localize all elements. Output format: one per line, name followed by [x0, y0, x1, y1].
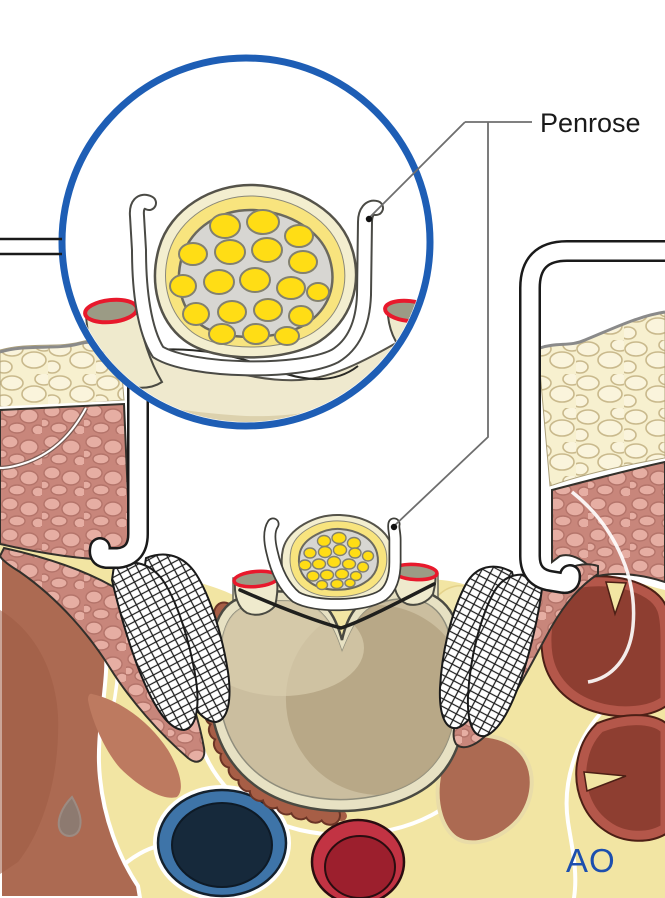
magnified-inset	[58, 54, 434, 430]
lower-terracotta-mass	[435, 733, 534, 845]
gray-teardrop	[57, 795, 82, 837]
penrose-leader-lines	[368, 121, 532, 527]
ao-logo: AO	[566, 842, 616, 879]
leader-dot-main	[390, 523, 398, 531]
bowel-loop-lower	[575, 714, 665, 842]
skin-line-right	[539, 310, 665, 350]
penrose-drain-inset	[128, 193, 384, 377]
psoas-crosshatch-left	[110, 553, 231, 732]
psoas-crosshatch-right	[438, 565, 544, 738]
retractor-right	[519, 240, 665, 595]
vena-cava-vessel	[153, 785, 291, 898]
penrose-drain-main	[263, 517, 402, 612]
nerve-cross-section-inset	[153, 183, 358, 359]
retractor-arm-left	[0, 237, 62, 256]
retractor-left	[88, 375, 149, 569]
aorta-vessel	[310, 818, 406, 898]
right-wound-wall	[537, 310, 665, 684]
leader-dot-inset	[365, 215, 373, 223]
disc-groove-line	[238, 582, 436, 630]
segmental-vessel-stump-right	[391, 562, 439, 606]
muscle-right	[551, 460, 665, 584]
muscle-left	[0, 402, 133, 562]
nerve-fascicles-inset	[169, 209, 330, 346]
nerve-cross-section-main	[280, 513, 396, 605]
penrose-label: Penrose	[540, 108, 641, 138]
nerve-fascicles-main	[298, 531, 375, 591]
bowel-loop-upper	[540, 575, 665, 718]
salmon-structure	[88, 693, 181, 798]
